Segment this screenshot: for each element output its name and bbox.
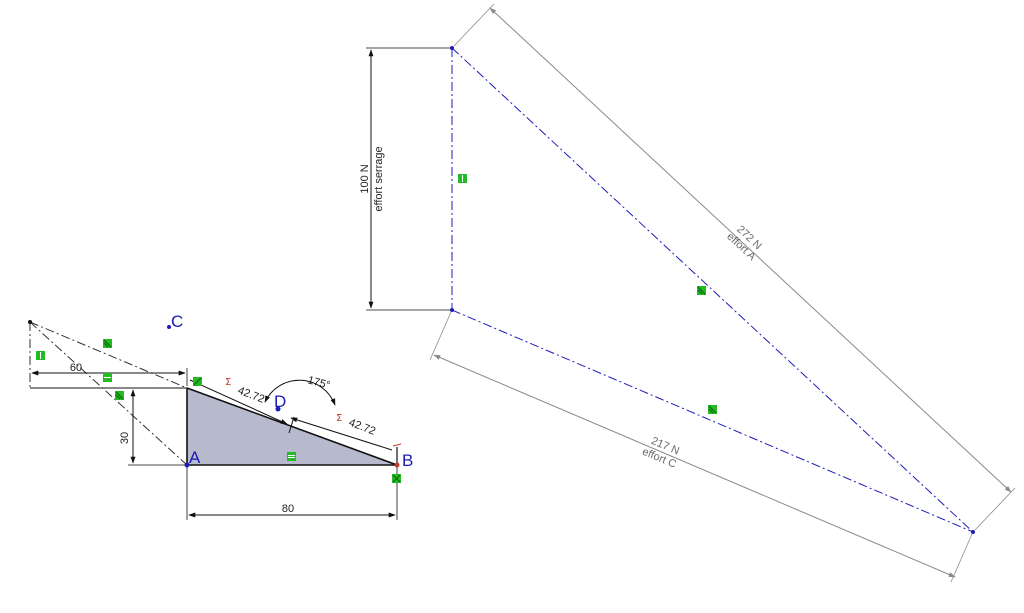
force-vector-c[interactable] (451, 309, 974, 533)
dim-30-text[interactable]: 30 (119, 432, 131, 444)
point-d-label: D (274, 392, 286, 411)
point-b-marker[interactable] (394, 462, 400, 468)
dim-clamp-label[interactable]: effort serrage (373, 146, 385, 211)
construction-line-lower[interactable] (29, 321, 188, 466)
dim-clamp-value[interactable]: 100 N (359, 164, 371, 193)
slope-dim-2-line[interactable] (290, 417, 393, 451)
slope-dim-2-text[interactable]: 42.72 (347, 417, 377, 438)
dim-a-ext-bottom (974, 487, 1016, 531)
sketch-relation-icon[interactable] (115, 391, 124, 400)
relation-icons (36, 174, 717, 483)
angle-175-text[interactable]: 175° (306, 374, 331, 391)
angle-arc[interactable] (264, 379, 336, 406)
dim-c-ext-left (429, 311, 452, 361)
dim-c-ext-right (950, 533, 973, 583)
construction-line-upper[interactable] (29, 321, 188, 389)
force-vector-a[interactable] (451, 47, 974, 533)
angle-marker-icon: Σ (336, 413, 342, 424)
point-c-marker[interactable] (167, 325, 171, 329)
force-point-mid[interactable] (450, 308, 454, 312)
sketch-relation-icon[interactable] (103, 373, 112, 382)
dim-a-ext-top (453, 3, 495, 47)
b-detail-line (392, 443, 402, 447)
wedge-slope-edge[interactable] (186, 387, 398, 466)
sketch-relation-icon[interactable] (287, 452, 296, 461)
far-point[interactable] (28, 320, 32, 324)
slope-dim-1-line[interactable] (189, 379, 288, 425)
dim-80-text[interactable]: 80 (282, 503, 294, 515)
part-sketch: 60 30 80 42.72 42.72 Σ Σ 175° A B C D (28, 312, 413, 520)
dim-60-text[interactable]: 60 (70, 362, 82, 374)
sketch-relation-icon[interactable] (697, 286, 706, 295)
sketch-relation-icon[interactable] (458, 174, 467, 183)
angle-marker-icon: Σ (225, 377, 231, 388)
force-triangle: 100 N effort serrage 272 N effort A 217 … (359, 3, 1016, 583)
sketch-relation-icon[interactable] (708, 405, 717, 414)
point-a-label: A (189, 448, 201, 467)
sketch-relation-icon[interactable] (392, 474, 401, 483)
sketch-relation-icon[interactable] (193, 377, 202, 386)
force-point-top[interactable] (450, 46, 454, 50)
point-c-label: C (171, 312, 183, 331)
point-b-label: B (402, 451, 413, 470)
point-d-marker[interactable] (275, 406, 281, 412)
dim-c-line[interactable] (433, 354, 956, 578)
sketch-relation-icon[interactable] (36, 351, 45, 360)
sketch-relation-icon[interactable] (103, 339, 112, 348)
point-a-marker[interactable] (184, 462, 190, 468)
force-point-end[interactable] (971, 530, 975, 534)
